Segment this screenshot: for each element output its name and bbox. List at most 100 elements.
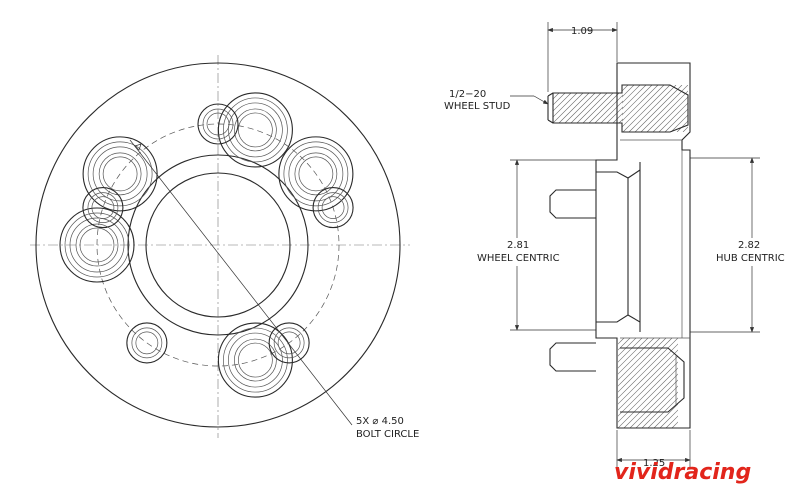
hatch-line — [622, 85, 671, 132]
hatch-line — [618, 343, 678, 405]
hatch-line — [622, 85, 623, 86]
hatch-line — [622, 85, 635, 98]
hatch-line — [576, 93, 608, 123]
wheel-stud-top — [552, 84, 689, 133]
nut-hatching — [618, 338, 800, 428]
hatch-line — [618, 367, 678, 428]
hatch-line — [625, 93, 655, 123]
stud-hole-ring — [102, 156, 138, 192]
hatch-line — [756, 338, 800, 428]
stud-hole-ring — [75, 223, 119, 267]
hatch-line — [628, 85, 677, 132]
hatch-line — [558, 93, 590, 123]
hatch-line — [631, 93, 661, 123]
hub-centric-value: 2.82 — [738, 240, 760, 251]
stud-hole-ring — [87, 141, 153, 207]
stud-hole-ring — [288, 146, 344, 202]
hatch-line — [618, 338, 625, 345]
stud-hole-ring — [217, 322, 293, 398]
hub-stud-hole — [82, 187, 124, 229]
hatch-line — [618, 338, 661, 381]
hatch-line — [582, 93, 614, 123]
hatch-line — [677, 427, 678, 428]
hatch-line — [623, 373, 678, 428]
hatch-line — [612, 112, 623, 123]
stud-hole-ring — [283, 141, 349, 207]
hatch-line — [719, 85, 766, 132]
wheel-stud-hole — [59, 207, 135, 283]
hatch-line — [714, 338, 800, 428]
hatch-line — [744, 338, 800, 428]
hub-hole-ring — [312, 187, 354, 229]
hatch-line — [618, 338, 637, 357]
hub-hole-ring — [321, 196, 345, 219]
hub-hole-ring — [268, 322, 310, 364]
stud-hole-ring — [92, 146, 148, 202]
hatch-line — [731, 85, 778, 132]
stud-hole-ring — [228, 332, 283, 388]
hatch-line — [641, 391, 678, 428]
hub-hole-ring — [131, 327, 163, 359]
hatch-line — [701, 85, 748, 132]
stud-thread-label-line2: WHEEL STUD — [444, 101, 511, 112]
hatch-line — [553, 93, 584, 123]
stud-head-hatching — [622, 85, 778, 132]
stud-hole-ring — [69, 217, 125, 273]
hub-hole-ring — [273, 327, 305, 359]
hatch-line — [553, 93, 572, 112]
bolt-circle-label-line2: BOLT CIRCLE — [356, 429, 419, 440]
hatch-line — [618, 338, 667, 387]
thickness-value: 1.25 — [643, 458, 665, 469]
spacer-outer-edge — [35, 62, 401, 428]
hatch-line — [618, 338, 649, 369]
recess-chamfer-top — [627, 169, 641, 179]
hatch-line — [618, 338, 673, 393]
hatch-line — [618, 118, 623, 123]
hatch-line — [622, 85, 653, 116]
hub-stud-hole — [197, 103, 239, 145]
hatch-line — [646, 90, 688, 132]
hatch-line — [738, 338, 800, 428]
stud-tip-chamfer-bottom — [547, 119, 554, 124]
stud-hole-ring — [223, 97, 288, 163]
stud-hole-ring — [234, 338, 277, 382]
hub-hole-ring — [277, 331, 301, 355]
hatch-line — [643, 93, 673, 123]
hatch-line — [702, 338, 792, 428]
hatch-line — [726, 338, 800, 428]
hatch-line — [690, 338, 780, 428]
hatch-line — [618, 338, 678, 399]
wheel-stud-hole — [278, 136, 354, 212]
hub-stud-hole — [312, 187, 354, 229]
hub-stud-holes — [82, 103, 354, 364]
hatch-line — [553, 93, 560, 100]
hatch-line — [635, 385, 678, 428]
hatch-line — [647, 397, 678, 428]
hub-stud-upper — [549, 189, 596, 219]
stud-hole-ring — [59, 207, 135, 283]
hatch-line — [600, 100, 623, 123]
hatch-line — [708, 338, 798, 428]
hatch-line — [653, 403, 678, 428]
bolt-circle-leader — [129, 139, 353, 426]
hub-hole-ring — [202, 108, 234, 140]
hub-centric-text: HUB CENTRIC — [716, 253, 785, 264]
wheel-stud-holes — [59, 92, 354, 398]
hub-hole-ring — [126, 322, 168, 364]
hub-hole-ring — [82, 187, 124, 229]
center-bore-outer — [127, 154, 309, 336]
hatch-line — [622, 85, 641, 104]
hatch-line — [634, 85, 683, 132]
bolt-circle-label-line1: 5X ⌀ 4.50 — [356, 416, 404, 427]
stud-shank-hatching — [553, 93, 673, 123]
hatch-line — [707, 85, 754, 132]
bolt-circle — [96, 123, 340, 367]
hatch-line — [671, 421, 678, 428]
recess-chamfer-bottom — [627, 314, 641, 323]
hub-hole-ring — [197, 103, 239, 145]
stud-hole-ring — [82, 136, 158, 212]
stud-hole-ring — [294, 152, 338, 196]
wheel-centric-text: WHEEL CENTRIC — [477, 253, 560, 264]
hatch-line — [732, 338, 800, 428]
hatch-line — [618, 361, 678, 423]
